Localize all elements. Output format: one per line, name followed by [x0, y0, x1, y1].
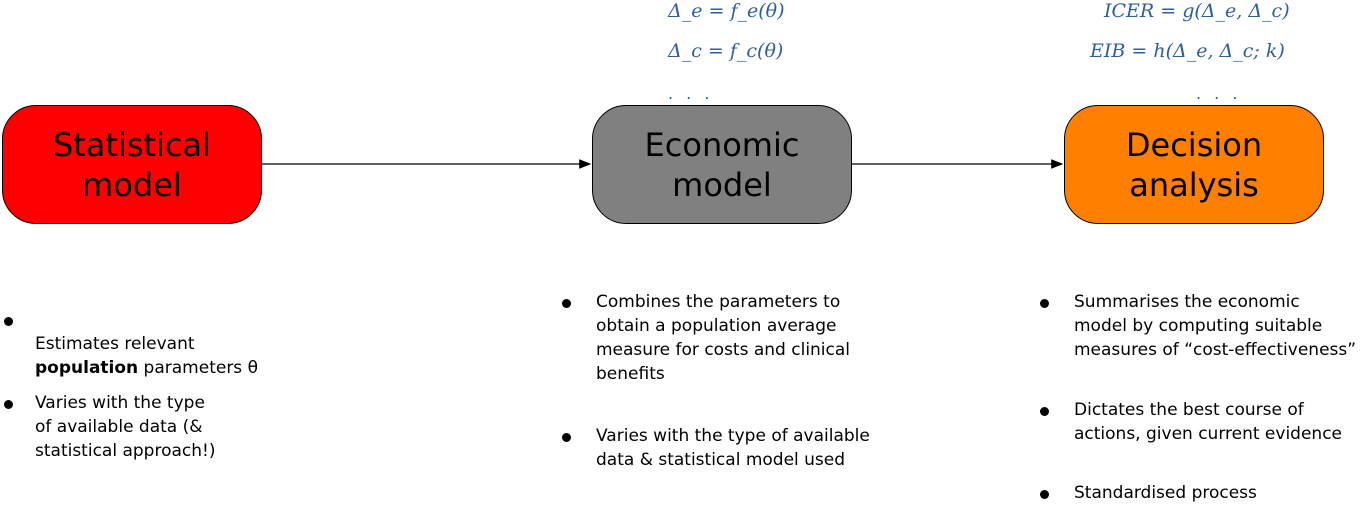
statistical-model-box: Statistical model — [2, 105, 262, 224]
equation-delta-e: Δ_e = f_e(θ) — [668, 0, 785, 22]
economic-ellipsis: . . . — [668, 84, 714, 103]
equation-delta-c-text: Δ_c = f_c(θ) — [668, 40, 784, 62]
economic-bullet-1-text: Combines the parameters to obtain a popu… — [596, 292, 851, 384]
equation-icer: ICER = g(Δ_e, Δ_c) — [1104, 0, 1290, 22]
equation-delta-c: Δ_c = f_c(θ) — [668, 40, 783, 62]
economic-model-title: Economic model — [644, 125, 800, 204]
decision-analysis-box: Decision analysis — [1064, 105, 1324, 224]
decision-bullet-2-text: Dictates the best course of actions, giv… — [1074, 400, 1343, 444]
statistical-bullet-2-text: Varies with the type of available data (… — [35, 393, 216, 461]
equation-icer-text: ICER = g(Δ_e, Δ_c) — [1104, 0, 1290, 22]
bullet-dot — [4, 317, 13, 326]
bullet-dot — [562, 299, 571, 308]
equation-delta-e-text: Δ_e = f_e(θ) — [668, 0, 785, 22]
economic-bullet-2-text: Varies with the type of available data &… — [596, 426, 870, 470]
decision-analysis-title: Decision analysis — [1125, 125, 1263, 204]
equation-eib-text: EIB = h(Δ_e, Δ_c; k) — [1090, 40, 1285, 62]
statistical-bullet-1-bold: population — [35, 358, 139, 378]
bullet-dot — [1040, 490, 1049, 499]
bullet-dot — [1040, 299, 1049, 308]
economic-model-box: Economic model — [592, 105, 852, 224]
bullet-dot — [562, 433, 571, 442]
statistical-bullet-1-pre: Estimates relevant — [35, 334, 195, 354]
statistical-model-title: Statistical model — [52, 125, 212, 204]
equation-eib: EIB = h(Δ_e, Δ_c; k) — [1090, 40, 1285, 62]
bullet-dot — [1040, 407, 1049, 416]
bullet-dot — [4, 400, 13, 409]
statistical-bullet-1-post: parameters θ — [138, 358, 258, 378]
decision-ellipsis: . . . — [1196, 84, 1242, 103]
decision-bullet-3-text: Standardised process — [1074, 483, 1257, 503]
decision-bullet-1-text: Summarises the economic model by computi… — [1074, 292, 1357, 360]
